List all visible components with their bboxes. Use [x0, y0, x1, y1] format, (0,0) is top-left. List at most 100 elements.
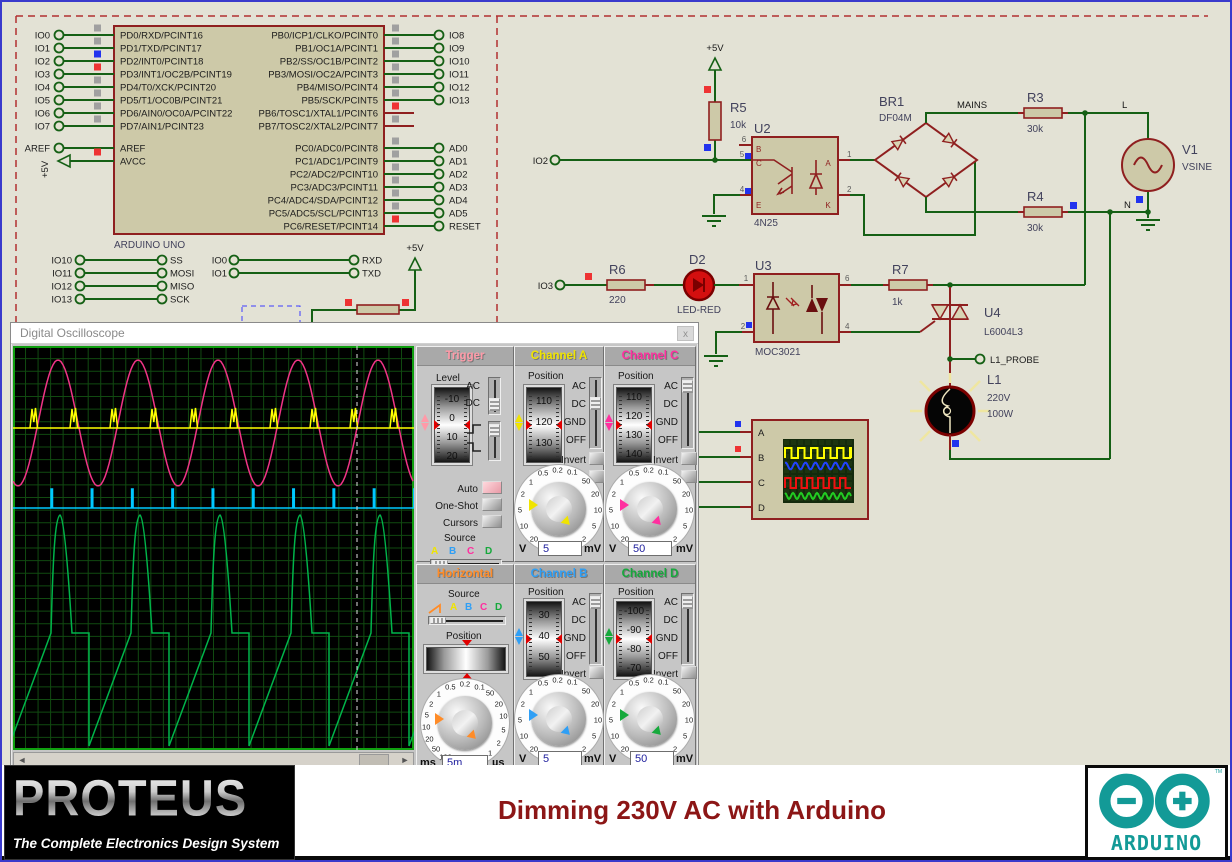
voltage-probe[interactable]: L1_PROBE — [947, 353, 1039, 367]
slider-thumb[interactable] — [590, 596, 601, 609]
source-b[interactable]: B — [465, 602, 473, 613]
arduino-terminals[interactable]: IO0IO1IO2IO3IO4IO5IO6IO7AREF+5VIO8IO9IO1… — [25, 24, 481, 233]
terminal[interactable] — [433, 155, 445, 167]
r3-value: 30k — [1027, 124, 1044, 135]
u4-value: L6004L3 — [984, 327, 1023, 338]
channel-a-coupling-slider[interactable] — [589, 377, 602, 449]
terminal[interactable] — [53, 55, 65, 67]
terminal-label: IO8 — [449, 31, 464, 42]
channel-d-trace — [13, 514, 414, 747]
channel-b-position-arrows[interactable] — [515, 627, 524, 646]
channel-d-coupling-slider[interactable] — [681, 593, 694, 665]
arduino-logo-text: ARDUINO — [1110, 831, 1203, 855]
source-a[interactable]: A — [450, 602, 458, 613]
terminal[interactable] — [433, 42, 445, 54]
page-title: Dimming 230V AC with Arduino — [497, 795, 887, 825]
terminal[interactable] — [433, 181, 445, 193]
source-d[interactable]: D — [495, 602, 503, 613]
knob-scale-value: 0.5 — [628, 468, 640, 478]
resistor-r5[interactable]: +5V R5 10k — [704, 43, 747, 160]
slider-thumb[interactable] — [682, 380, 693, 393]
scroll-right-icon[interactable]: ► — [400, 755, 410, 765]
terminal[interactable] — [53, 81, 65, 93]
slider-thumb[interactable] — [682, 596, 693, 609]
channel-d-position-arrows[interactable] — [605, 627, 614, 646]
oscilloscope-titlebar[interactable]: Digital Oscilloscope x — [11, 323, 698, 344]
trigger-level-arrows[interactable] — [421, 413, 430, 432]
scroll-left-icon[interactable]: ◄ — [17, 755, 27, 765]
unit-millivolts: mV — [676, 543, 694, 555]
horizontal-source-slider[interactable] — [428, 616, 506, 625]
knob-scale-value: 2 — [520, 489, 525, 499]
terminal[interactable] — [433, 142, 445, 154]
resistor-r3[interactable]: R3 30k — [1018, 90, 1068, 135]
source-b[interactable]: B — [449, 546, 457, 557]
terminal[interactable] — [433, 81, 445, 93]
horizontal-position-drum[interactable] — [426, 647, 506, 671]
channel-c-position-arrows[interactable] — [605, 413, 614, 432]
auto-button[interactable] — [482, 481, 502, 494]
source-c[interactable]: C — [467, 546, 475, 557]
channel-c-scale-value[interactable]: 50 — [628, 541, 672, 556]
terminal[interactable] — [53, 29, 65, 41]
terminal[interactable] — [53, 120, 65, 132]
optocoupler-u2[interactable]: U2 4N25 B C E A K 6 5 4 1 2 — [702, 121, 976, 236]
resistor-r7[interactable]: R7 1k — [883, 262, 1085, 308]
terminal[interactable] — [53, 107, 65, 119]
terminal[interactable] — [433, 68, 445, 80]
io3-net[interactable]: IO3 — [538, 273, 607, 292]
trigger-coupling-slider[interactable] — [488, 377, 501, 415]
resistor-r6[interactable]: R6 220 — [606, 262, 684, 306]
resistor-r4[interactable]: R4 30k — [1018, 189, 1077, 234]
terminal[interactable] — [53, 142, 65, 154]
terminal[interactable] — [433, 29, 445, 41]
channel-c-sum-button[interactable] — [681, 470, 697, 483]
channel-d-position-drum[interactable]: -100-90-80-70 — [616, 601, 652, 677]
one-shot-button[interactable] — [482, 498, 502, 511]
optotriac-u3[interactable]: U3 MOC3021 1 2 6 4 — [704, 258, 936, 367]
terminal[interactable] — [433, 194, 445, 206]
channel-b-scale-value[interactable]: 5 — [538, 751, 582, 766]
terminal[interactable] — [53, 68, 65, 80]
terminal[interactable] — [53, 42, 65, 54]
terminal[interactable] — [433, 94, 445, 106]
led-d2[interactable]: D2 LED-RED — [677, 252, 754, 316]
cursors-button[interactable] — [482, 515, 502, 528]
source-c[interactable]: C — [480, 602, 488, 613]
io2-net[interactable]: IO2 — [533, 154, 752, 168]
source-d[interactable]: D — [485, 546, 493, 557]
terminal[interactable] — [433, 168, 445, 180]
source-a[interactable]: A — [431, 546, 439, 557]
arduino-uno-chip[interactable]: ARDUINO UNO PD0/RXD/PCINT16PD1/TXD/PCINT… — [113, 25, 385, 251]
close-icon[interactable]: x — [677, 326, 694, 341]
terminal[interactable] — [433, 55, 445, 67]
terminal[interactable] — [53, 94, 65, 106]
channel-c-coupling-slider[interactable] — [681, 377, 694, 449]
source-v1[interactable]: L N V1 VSINE — [1068, 100, 1212, 459]
channel-d-invert-button[interactable] — [681, 666, 697, 679]
terminal[interactable] — [433, 207, 445, 219]
pullup-5v[interactable]: +5V — [311, 243, 424, 322]
channel-a-scale-value[interactable]: 5 — [538, 541, 582, 556]
slider-thumb[interactable] — [489, 398, 500, 411]
channel-b-coupling-slider[interactable] — [589, 593, 602, 665]
lamp-l1[interactable]: L1 220V 100W — [910, 372, 1110, 460]
timebase-knob[interactable]: 0.50.20.11251020501002005020105210.5 — [419, 677, 511, 769]
channel-c-invert-button[interactable] — [681, 452, 697, 465]
triac-u4[interactable]: U4 L6004L3 — [930, 287, 1023, 387]
channel-d-scale-value[interactable]: 50 — [630, 751, 674, 766]
terminal[interactable] — [433, 220, 445, 232]
trigger-edge-slider[interactable] — [488, 421, 501, 461]
slider-thumb[interactable] — [590, 397, 601, 410]
channel-a-position-arrows[interactable] — [515, 413, 524, 432]
bridge-br1[interactable]: BR1 DF04M MAINS — [873, 94, 1018, 213]
